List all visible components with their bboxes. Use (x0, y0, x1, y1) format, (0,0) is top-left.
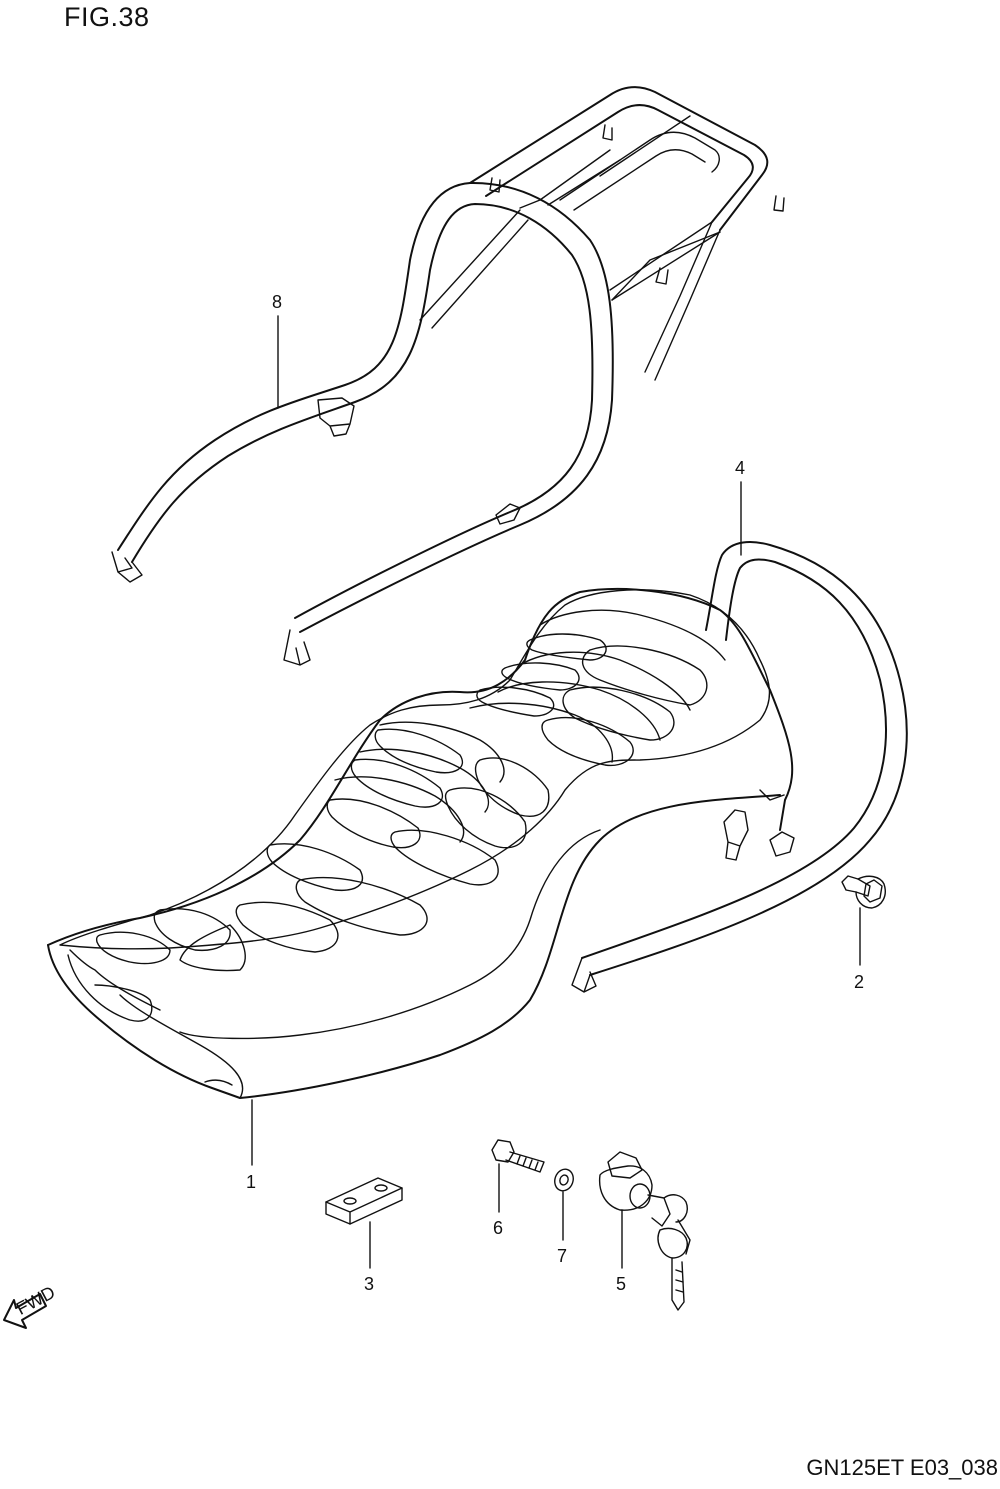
part-number-4: 4 (735, 458, 745, 478)
spacer-pad-part-3 (325, 1177, 403, 1225)
leader-lines (251, 315, 861, 1269)
part-number-2: 2 (854, 972, 864, 992)
seat (47, 588, 794, 1099)
part-number-7: 7 (557, 1246, 567, 1266)
seat-lock-part-5 (598, 1151, 691, 1311)
bolt-part-6 (491, 1139, 545, 1173)
part-number-6: 6 (493, 1218, 503, 1238)
grab-bar (571, 541, 908, 993)
figure-title: FIG.38 (64, 2, 150, 32)
washer-part-7 (554, 1168, 574, 1192)
rear-carrier (111, 86, 785, 666)
part-number-3: 3 (364, 1274, 374, 1294)
fwd-label: FWD (13, 1282, 59, 1319)
part-number-5: 5 (616, 1274, 626, 1294)
part-number-8: 8 (272, 292, 282, 312)
part-numbers: 8 4 2 1 3 6 7 5 (246, 292, 864, 1294)
bolt-part-2 (841, 875, 886, 909)
fwd-arrow-icon: FWD (3, 1282, 59, 1329)
figure-code: GN125ET E03_038 (806, 1455, 998, 1480)
part-number-1: 1 (246, 1172, 256, 1192)
